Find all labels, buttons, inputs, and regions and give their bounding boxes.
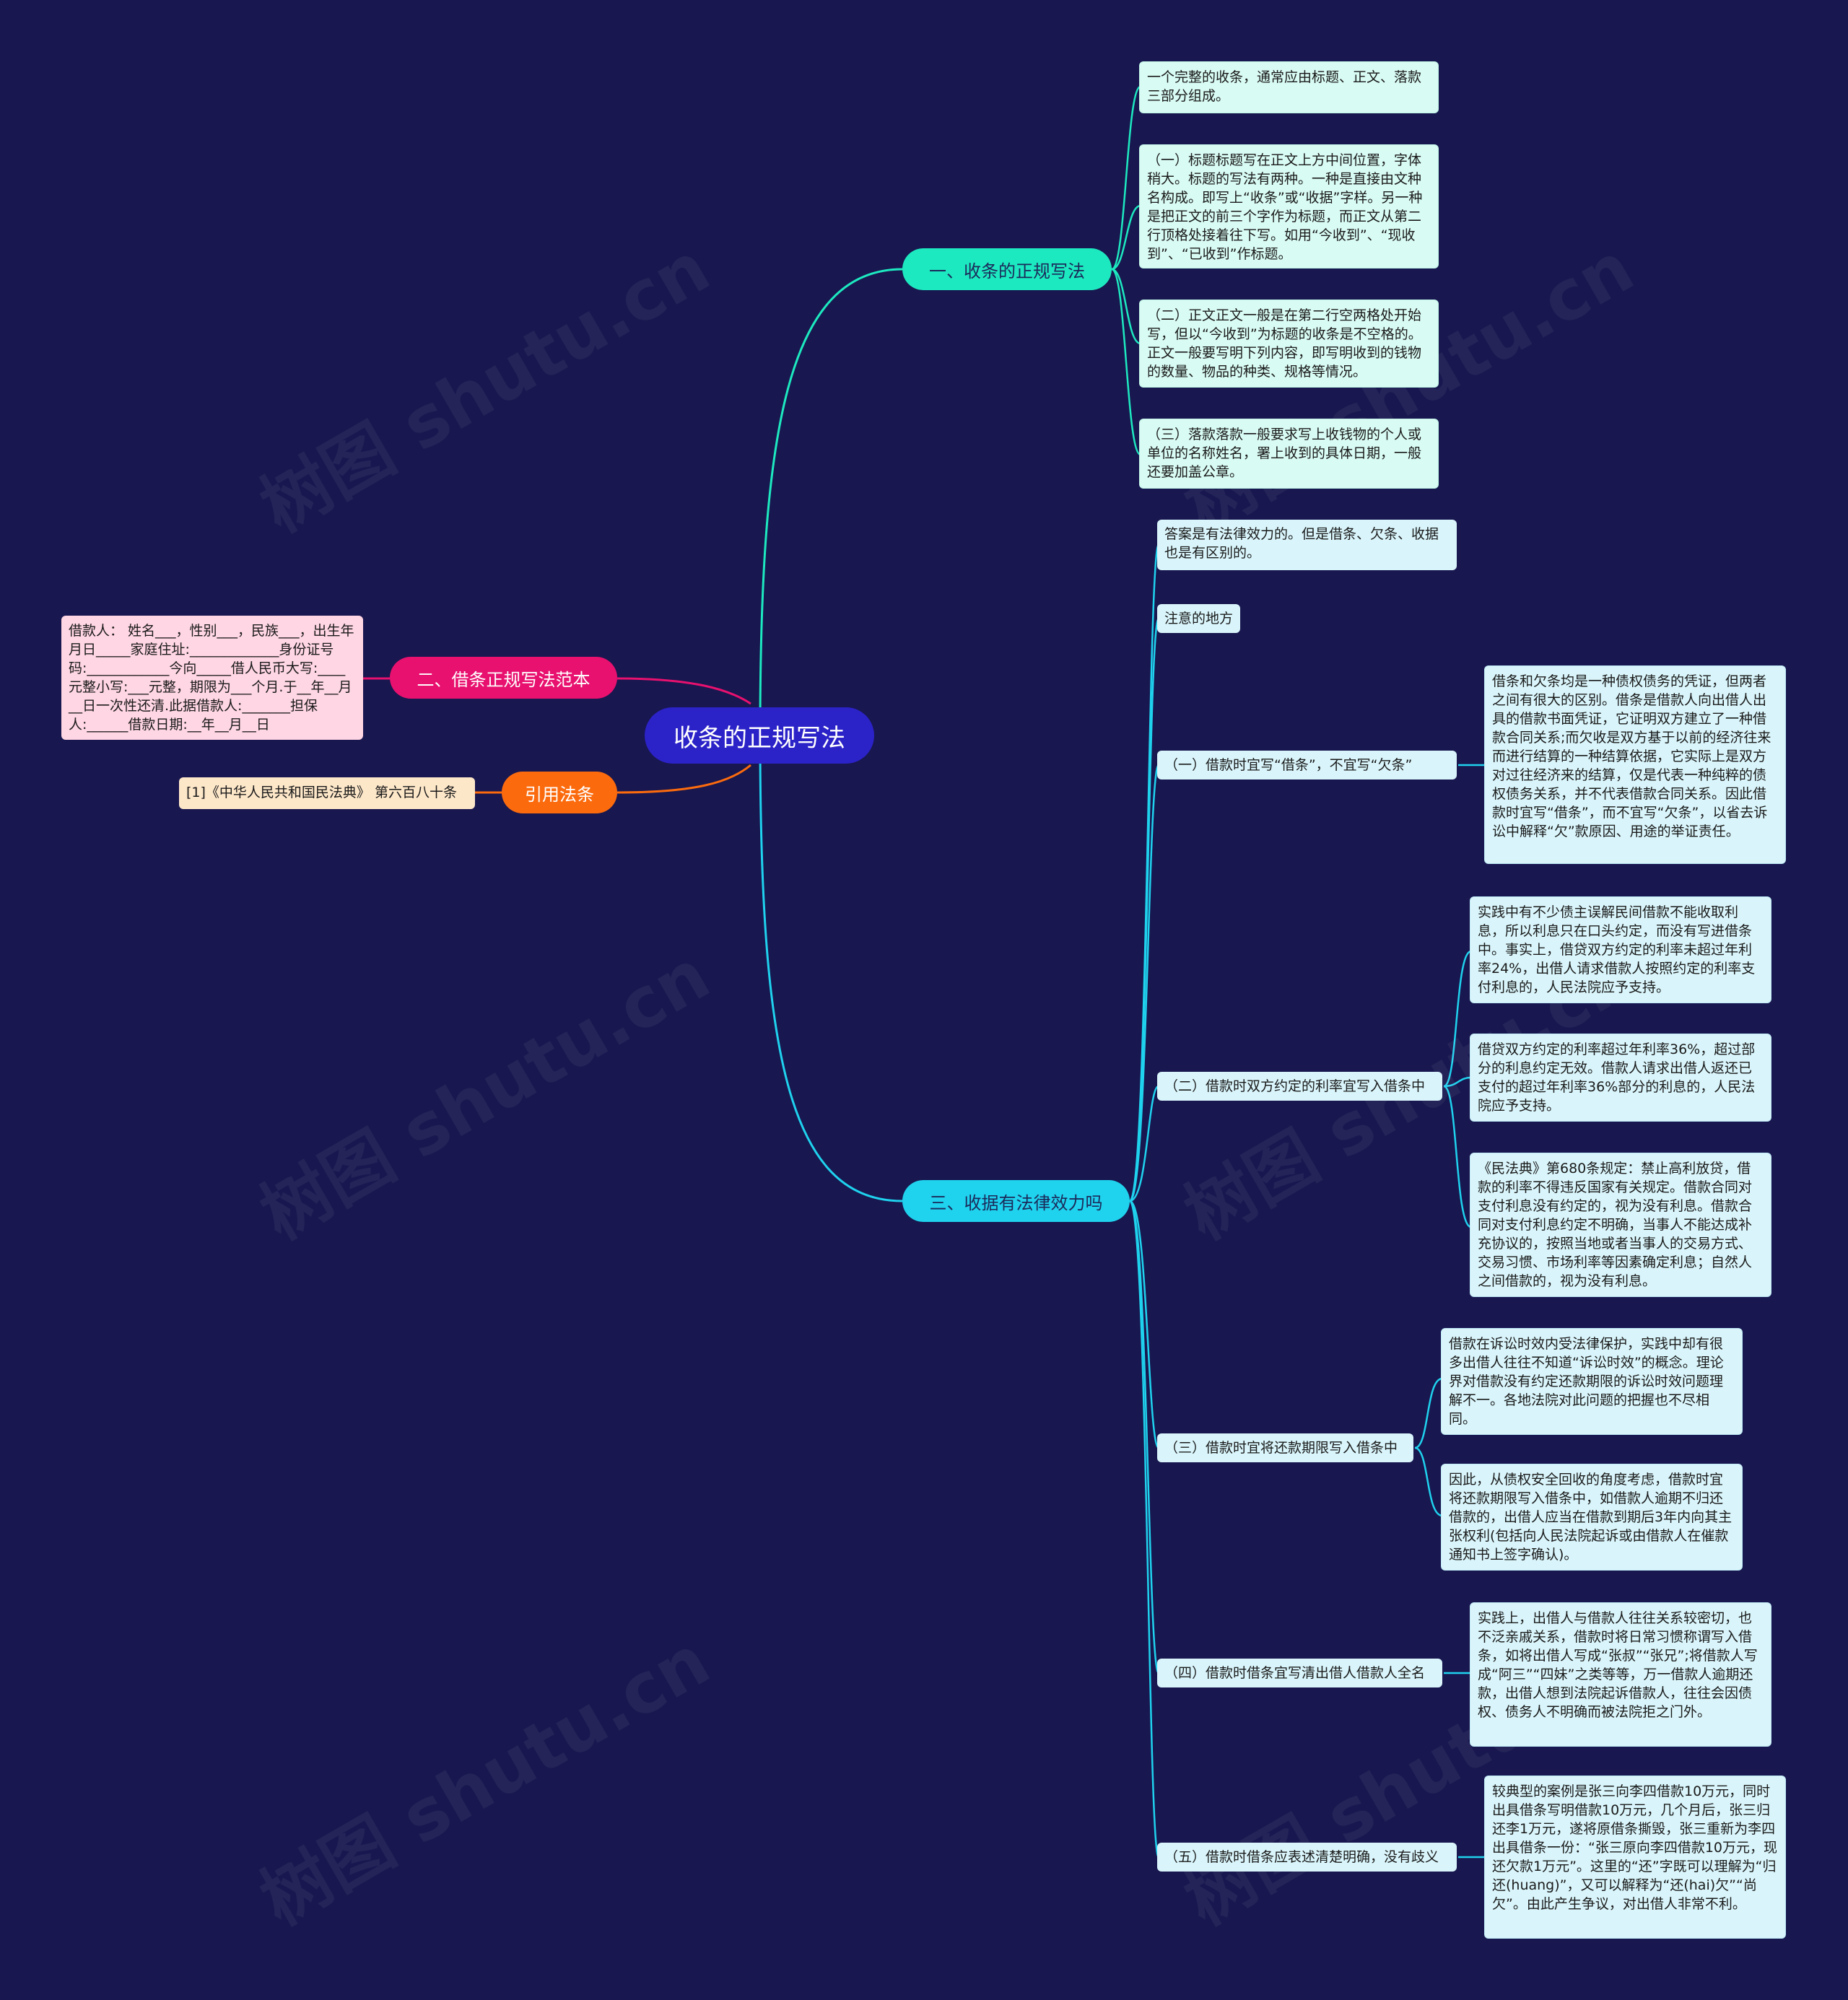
- branch-receipt-format[interactable]: 一、收条的正规写法: [902, 248, 1112, 290]
- tip-2-detail-interest: 实践中有不少债主误解民间借款不能收取利息，所以利息只在口头约定，而没有写进借条中…: [1470, 896, 1771, 1003]
- receipt-structure-note: 一个完整的收条，通常应由标题、正文、落款三部分组成。: [1139, 61, 1439, 113]
- branch-legal-effect[interactable]: 三、收据有法律效力吗: [902, 1180, 1130, 1222]
- tip-2-label: （二）借款时双方约定的利率宜写入借条中: [1157, 1072, 1442, 1101]
- tip-1-detail: 借条和欠条均是一种债权债务的凭证，但两者之间有很大的区别。借条是借款人向出借人出…: [1484, 665, 1786, 864]
- tip-2-detail-civil-code: 《民法典》第680条规定：禁止高利放贷，借款的利率不得违反国家有关规定。借款合同…: [1470, 1153, 1771, 1297]
- receipt-title-note: （一）标题标题写在正文上方中间位置，字体稍大。标题的写法有两种。一种是直接由文种…: [1139, 144, 1439, 268]
- branch-iou-template[interactable]: 二、借条正规写法范本: [390, 657, 617, 699]
- tip-5-label: （五）借款时借条应表述清楚明确，没有歧义: [1157, 1843, 1457, 1872]
- iou-template-text: 借款人： 姓名___，性别___，民族___，出生年月日_____家庭住址:__…: [61, 616, 363, 740]
- branch-cited-law[interactable]: 引用法条: [502, 772, 617, 813]
- tip-3-detail-limitation: 借款在诉讼时效内受法律保护，实践中却有很多出借人往往不知道“诉讼时效”的概念。理…: [1441, 1328, 1743, 1435]
- legal-effect-answer: 答案是有法律效力的。但是借条、欠条、收据也是有区别的。: [1157, 520, 1457, 570]
- tip-1-label: （一）借款时宜写“借条”，不宜写“欠条”: [1157, 751, 1457, 780]
- tip-5-detail: 较典型的案例是张三向李四借款10万元，同时出具借条写明借款10万元，几个月后，张…: [1484, 1776, 1786, 1939]
- receipt-body-note: （二）正文正文一般是在第二行空两格处开始写，但以“今收到”为标题的收条是不空格的…: [1139, 300, 1439, 388]
- tip-3-label: （三）借款时宜将还款期限写入借条中: [1157, 1433, 1413, 1462]
- tip-4-detail: 实践上，出借人与借款人往往关系较密切，也不泛亲戚关系，借款时将日常习惯称谓写入借…: [1470, 1602, 1771, 1747]
- tip-4-label: （四）借款时借条宜写清出借人借款人全名: [1157, 1659, 1442, 1687]
- tip-3-detail-deadline: 因此，从债权安全回收的角度考虑，借款时宜将还款期限写入借条中，如借款人逾期不归还…: [1441, 1464, 1743, 1571]
- tip-2-detail-limit: 借贷双方约定的利率超过年利率36%，超过部分的利息约定无效。借款人请求出借人返还…: [1470, 1034, 1771, 1122]
- notes-heading: 注意的地方: [1157, 604, 1240, 633]
- receipt-signature-note: （三）落款落款一般要求写上收钱物的个人或单位的名称姓名，署上收到的具体日期，一般…: [1139, 419, 1439, 489]
- root-topic[interactable]: 收条的正规写法: [645, 707, 874, 764]
- law-citation: [1]《中华人民共和国民法典》 第六百八十条: [179, 777, 475, 809]
